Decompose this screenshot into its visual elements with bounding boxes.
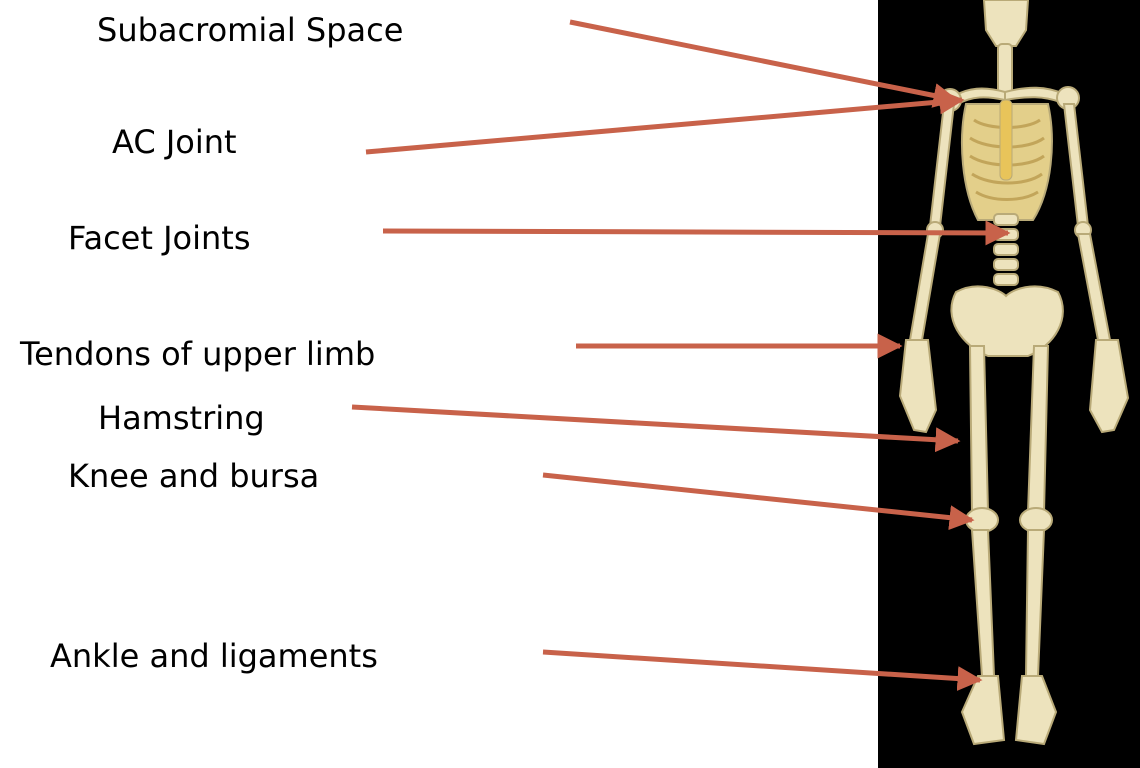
arrow-ac-joint — [366, 100, 962, 152]
arrow-ankle-ligaments — [543, 652, 980, 680]
arrow-facet-joints — [383, 231, 1008, 233]
arrow-knee-bursa — [543, 475, 972, 520]
arrow-hamstring — [352, 407, 958, 441]
arrow-subacromial-space — [570, 22, 956, 100]
